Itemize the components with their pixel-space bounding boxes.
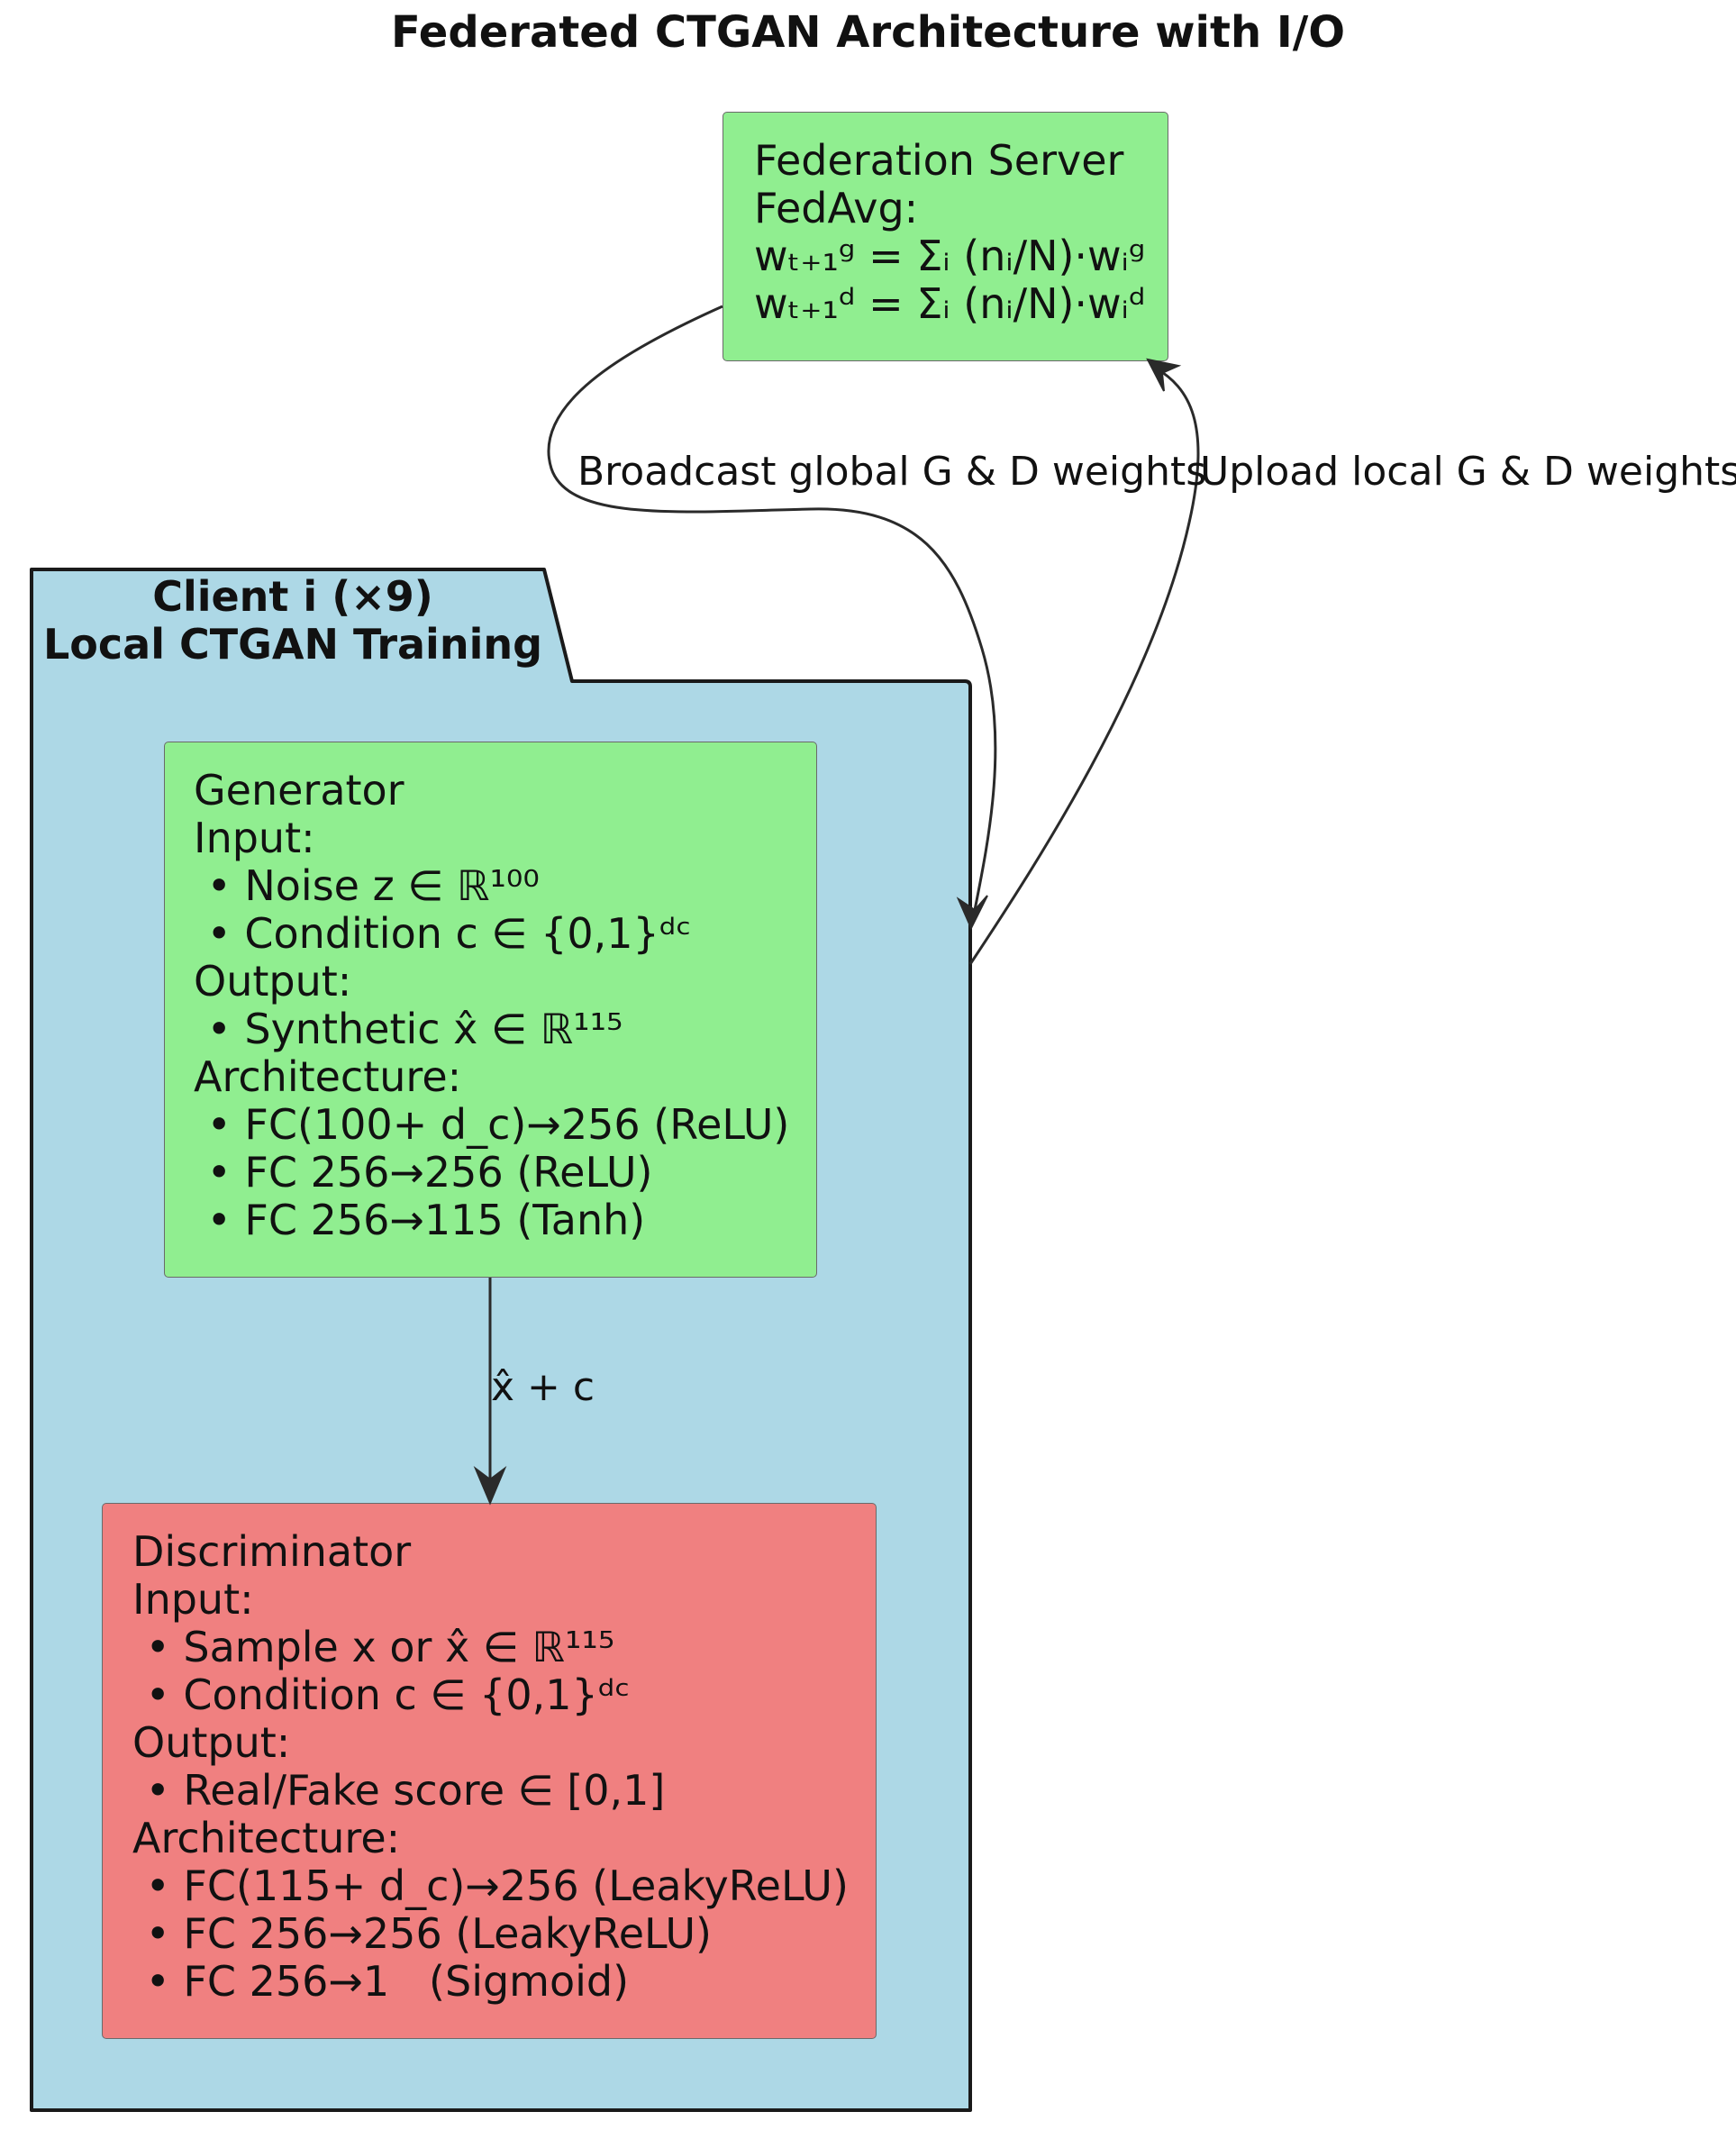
- client-package-border: [30, 568, 972, 2112]
- client-subtitle-line: Local CTGAN Training: [42, 620, 543, 669]
- discriminator-line: • FC 256→256 (LeakyReLU): [132, 1909, 712, 1958]
- generator-line: • Synthetic x̂ ∈ ℝ¹¹⁵: [194, 1005, 623, 1053]
- broadcast-edge: [547, 305, 997, 911]
- discriminator-node: Discriminator Input: • Sample x or x̂ ∈ …: [102, 1503, 877, 2039]
- discriminator-line: Architecture:: [132, 1814, 401, 1862]
- generator-line: • FC 256→256 (ReLU): [194, 1148, 653, 1197]
- upload-edge-label: Upload local G & D weights: [1200, 449, 1736, 495]
- client-package-tab: [32, 569, 572, 681]
- generator-line: Generator: [194, 766, 404, 815]
- discriminator-line: • FC(115+ d_c)→256 (LeakyReLU): [132, 1861, 849, 1910]
- generator-node: Generator Input: • Noise z ∈ ℝ¹⁰⁰ • Cond…: [164, 742, 817, 1278]
- discriminator-line: • Condition c ∈ {0,1}ᵈᶜ: [132, 1670, 631, 1719]
- discriminator-line: • Real/Fake score ∈ [0,1]: [132, 1766, 666, 1815]
- generator-line: Input:: [194, 814, 315, 862]
- gen-to-disc-edge-label: x̂ + c: [491, 1364, 595, 1410]
- generator-line: • Noise z ∈ ℝ¹⁰⁰: [194, 861, 540, 910]
- discriminator-line: • Sample x or x̂ ∈ ℝ¹¹⁵: [132, 1623, 615, 1671]
- upload-arrowhead: [1146, 358, 1182, 392]
- client-title-line: Client i (×9): [152, 572, 433, 621]
- generator-line: • FC(100+ d_c)→256 (ReLU): [194, 1100, 790, 1149]
- broadcast-edge-label: Broadcast global G & D weights: [577, 449, 1207, 495]
- discriminator-line: Output:: [132, 1718, 291, 1767]
- server-line: wₜ₊₁ᵍ = Σᵢ (nᵢ/N)·wᵢᵍ: [754, 232, 1146, 280]
- discriminator-line: Input:: [132, 1575, 254, 1624]
- server-line: Federation Server: [754, 136, 1124, 185]
- generator-line: Architecture:: [194, 1052, 462, 1101]
- upload-edge: [968, 366, 1200, 965]
- generator-to-discriminator-arrowhead: [473, 1465, 507, 1506]
- diagram-title: Federated CTGAN Architecture with I/O: [390, 7, 1346, 58]
- server-line: FedAvg:: [754, 184, 919, 232]
- generator-line: • FC 256→115 (Tanh): [194, 1196, 646, 1244]
- generator-line: • Condition c ∈ {0,1}ᵈᶜ: [194, 909, 692, 958]
- client-package-title: Client i (×9) Local CTGAN Training: [32, 573, 554, 669]
- discriminator-line: • FC 256→1 (Sigmoid): [132, 1957, 630, 2006]
- server-line: wₜ₊₁ᵈ = Σᵢ (nᵢ/N)·wᵢᵈ: [754, 279, 1146, 328]
- broadcast-arrowhead: [956, 895, 988, 931]
- generator-line: Output:: [194, 957, 352, 1006]
- discriminator-line: Discriminator: [132, 1527, 412, 1576]
- federation-server-node: Federation Server FedAvg: wₜ₊₁ᵍ = Σᵢ (nᵢ…: [723, 112, 1168, 361]
